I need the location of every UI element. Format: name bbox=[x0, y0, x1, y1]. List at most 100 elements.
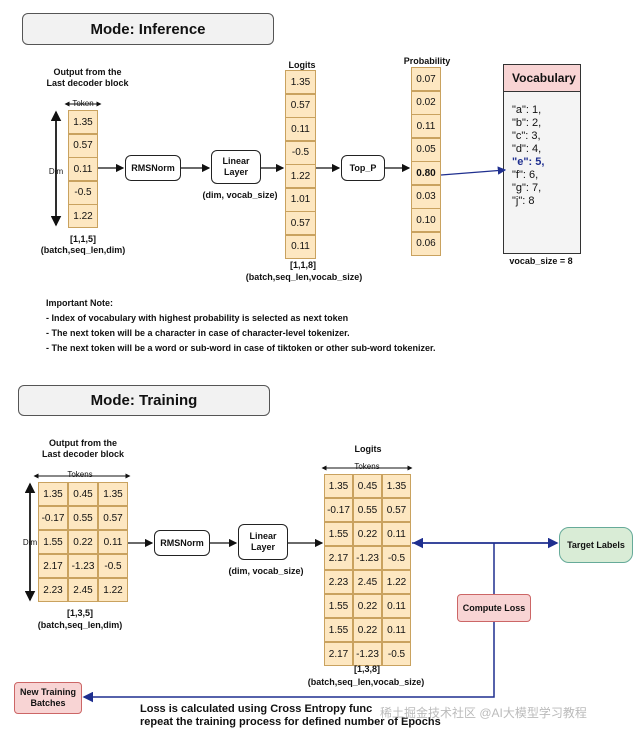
train-rmsnorm-node: RMSNorm bbox=[154, 530, 210, 556]
train-input-cell: 0.57 bbox=[98, 506, 128, 530]
inf-input-shape-desc: (batch,seq_len,dim) bbox=[40, 245, 126, 255]
logit-cell: 0.57 bbox=[285, 211, 316, 235]
logit-cell: -0.5 bbox=[285, 140, 316, 165]
vocab-item: "j": 8 bbox=[512, 195, 535, 207]
train-input-cell: -0.17 bbox=[38, 506, 68, 530]
train-logit-cell: -1.23 bbox=[353, 546, 382, 570]
train-logit-cell: 0.11 bbox=[382, 522, 411, 546]
train-logits-title: Logits bbox=[354, 444, 382, 454]
target-labels-node: Target Labels bbox=[559, 527, 633, 563]
input-cell: 1.22 bbox=[68, 204, 98, 228]
train-linear-desc: (dim, vocab_size) bbox=[228, 566, 304, 576]
train-input-cell: 1.22 bbox=[98, 578, 128, 602]
vocab-item: "f": 6, bbox=[512, 169, 539, 181]
logit-cell: 0.11 bbox=[285, 234, 316, 259]
vocab-item: "b": 2, bbox=[512, 117, 542, 129]
footer-text: Loss is calculated using Cross Entropy f… bbox=[140, 703, 441, 729]
probability-cell: 0.06 bbox=[411, 231, 441, 256]
vocab-size-label: vocab_size = 8 bbox=[509, 256, 573, 266]
train-logit-cell: 0.22 bbox=[353, 594, 382, 618]
note-line: - Index of vocabulary with highest proba… bbox=[46, 313, 349, 323]
train-input-cell: 2.17 bbox=[38, 554, 68, 578]
inf-rmsnorm-node: RMSNorm bbox=[125, 155, 181, 181]
probability-cell: 0.05 bbox=[411, 137, 441, 162]
train-logit-cell: 2.23 bbox=[324, 570, 353, 594]
note-line: - The next token will be a word or sub-w… bbox=[46, 343, 436, 353]
train-logit-cell: -0.5 bbox=[382, 546, 411, 570]
train-logit-cell: -0.17 bbox=[324, 498, 353, 522]
train-input-cell: 2.23 bbox=[38, 578, 68, 602]
vocabulary-title: Vocabulary bbox=[504, 65, 580, 92]
train-logit-cell: 0.11 bbox=[382, 594, 411, 618]
inf-logits-shape: [1,1,8] bbox=[289, 260, 316, 270]
train-logit-cell: 0.45 bbox=[353, 474, 382, 498]
train-input-cell: 0.11 bbox=[98, 530, 128, 554]
vocabulary-box: Vocabulary "a": 1,"b": 2,"c": 3,"d": 4,"… bbox=[503, 64, 581, 254]
probability-cell: 0.03 bbox=[411, 184, 441, 209]
train-input-cell: -0.5 bbox=[98, 554, 128, 578]
train-logit-cell: 0.11 bbox=[382, 618, 411, 642]
vocabulary-list: "a": 1,"b": 2,"c": 3,"d": 4,"e": 5,"f": … bbox=[504, 92, 580, 208]
probability-cell: 0.02 bbox=[411, 90, 441, 115]
train-input-cell: 0.55 bbox=[68, 506, 98, 530]
train-input-cell: 1.55 bbox=[38, 530, 68, 554]
inf-logits-title: Logits bbox=[288, 60, 316, 70]
train-logit-cell: 2.45 bbox=[353, 570, 382, 594]
vocab-item: "g": 7, bbox=[512, 182, 542, 194]
train-logit-cell: 1.35 bbox=[382, 474, 411, 498]
train-logit-cell: 1.55 bbox=[324, 594, 353, 618]
train-logit-cell: 2.17 bbox=[324, 642, 353, 666]
train-logit-cell: 1.35 bbox=[324, 474, 353, 498]
train-output-caption: Output from the Last decoder block bbox=[41, 438, 125, 459]
vocab-item: "a": 1, bbox=[512, 104, 542, 116]
footer-line-2: repeat the training process for defined … bbox=[140, 716, 441, 728]
train-logits-tokens-label: Tokens bbox=[354, 462, 380, 471]
footer-line-1: Loss is calculated using Cross Entropy f… bbox=[140, 703, 373, 715]
train-input-shape-desc: (batch,seq_len,dim) bbox=[37, 620, 123, 630]
train-input-cell: 0.22 bbox=[68, 530, 98, 554]
train-input-cell: -1.23 bbox=[68, 554, 98, 578]
train-logit-cell: 0.22 bbox=[353, 618, 382, 642]
note-line: - The next token will be a character in … bbox=[46, 328, 350, 338]
train-logit-cell: 0.57 bbox=[382, 498, 411, 522]
vocab-item: "d": 4, bbox=[512, 143, 542, 155]
train-logit-cell: -0.5 bbox=[382, 642, 411, 666]
inference-mode-title: Mode: Inference bbox=[22, 13, 274, 45]
inf-logits-shape-desc: (batch,seq_len,vocab_size) bbox=[245, 272, 363, 282]
train-input-cell: 2.45 bbox=[68, 578, 98, 602]
vocab-item: "e": 5, bbox=[512, 156, 545, 168]
train-linear-node: Linear Layer bbox=[238, 524, 288, 560]
train-input-cell: 1.35 bbox=[98, 482, 128, 506]
train-input-shape: [1,3,5] bbox=[66, 608, 93, 618]
watermark: 稀土掘金技术社区 @AI大模型学习教程 bbox=[380, 706, 587, 720]
train-logit-cell: 0.55 bbox=[353, 498, 382, 522]
inf-prob-title: Probability bbox=[403, 56, 451, 66]
train-tokens-label: Tokens bbox=[67, 470, 93, 479]
train-logit-cell: 2.17 bbox=[324, 546, 353, 570]
train-logit-cell: 0.22 bbox=[353, 522, 382, 546]
inf-output-caption: Output from the Last decoder block bbox=[46, 67, 129, 88]
important-note: Important Note: - Index of vocabulary wi… bbox=[46, 296, 516, 356]
train-logit-cell: 1.55 bbox=[324, 522, 353, 546]
train-logit-cell: 1.22 bbox=[382, 570, 411, 594]
train-logit-cell: -1.23 bbox=[353, 642, 382, 666]
logit-cell: 0.57 bbox=[285, 93, 316, 118]
train-input-cell: 1.35 bbox=[38, 482, 68, 506]
train-logits-shape: [1,3,8] bbox=[353, 664, 380, 674]
input-cell: 0.57 bbox=[68, 133, 98, 158]
inf-linear-desc: (dim, vocab_size) bbox=[202, 190, 278, 200]
train-logit-cell: 1.55 bbox=[324, 618, 353, 642]
inf-top-p-node: Top_P bbox=[341, 155, 385, 181]
new-training-batches-node: New Training Batches bbox=[14, 682, 82, 714]
arrow-loss-to-new-batches bbox=[82, 622, 495, 703]
vocab-item: "c": 3, bbox=[512, 130, 541, 142]
train-input-cell: 0.45 bbox=[68, 482, 98, 506]
train-logits-shape-desc: (batch,seq_len,vocab_size) bbox=[307, 677, 425, 687]
probability-cell: 0.10 bbox=[411, 208, 441, 232]
training-mode-title: Mode: Training bbox=[18, 385, 270, 416]
inf-input-shape: [1,1,5] bbox=[69, 234, 96, 244]
inf-linear-node: Linear Layer bbox=[211, 150, 261, 184]
compute-loss-node: Compute Loss bbox=[457, 594, 531, 622]
arrow-prob-to-vocab bbox=[440, 166, 507, 176]
